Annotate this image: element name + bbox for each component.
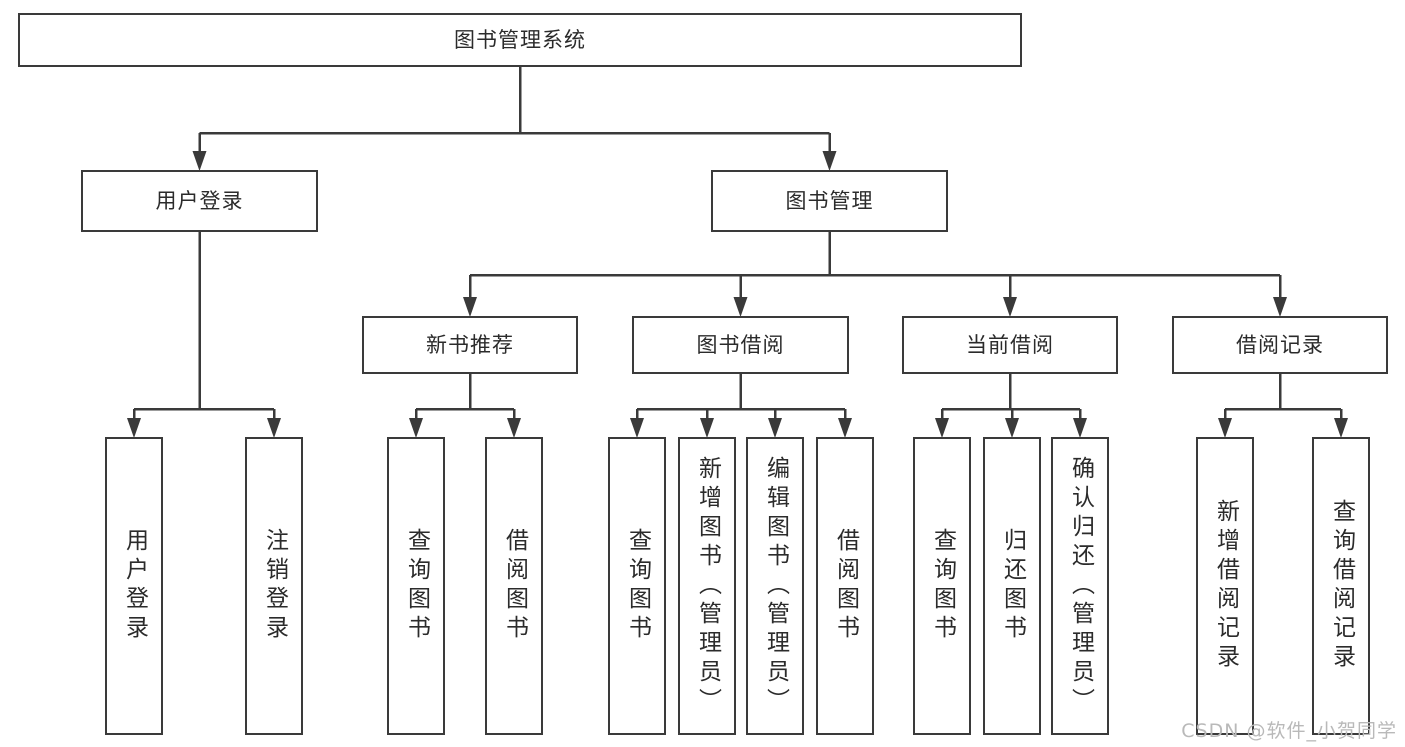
node-borrow[interactable]: 图书借阅	[632, 316, 849, 374]
node-label: 查询图书	[624, 528, 651, 644]
node-label: 新增借阅记录	[1212, 499, 1239, 673]
arrow-head-icon	[507, 418, 521, 438]
node-newbooks[interactable]: 新书推荐	[362, 316, 578, 374]
node-root[interactable]: 图书管理系统	[18, 13, 1022, 67]
arrow-head-icon	[463, 297, 477, 317]
node-label: 用户登录	[155, 188, 244, 213]
node-label: 图书管理	[785, 188, 874, 213]
node-label: 新书推荐	[426, 332, 514, 357]
node-l-editbook[interactable]: 编辑图书（管理员）	[746, 437, 804, 735]
node-login[interactable]: 用户登录	[81, 170, 318, 232]
node-label: 编辑图书（管理员）	[762, 455, 789, 717]
node-label: 当前借阅	[966, 332, 1054, 357]
node-current[interactable]: 当前借阅	[902, 316, 1118, 374]
arrow-head-icon	[822, 151, 837, 171]
node-bookmgmt[interactable]: 图书管理	[711, 170, 948, 232]
node-label: 图书借阅	[696, 332, 785, 357]
node-l-query2[interactable]: 查询图书	[608, 437, 666, 735]
node-label: 查询图书	[403, 528, 430, 644]
node-l-login[interactable]: 用户登录	[105, 437, 163, 735]
node-l-borrow2[interactable]: 借阅图书	[816, 437, 874, 735]
arrow-head-icon	[1273, 297, 1287, 317]
arrow-head-icon	[700, 418, 714, 438]
arrow-head-icon	[1005, 418, 1019, 438]
node-label: 新增图书（管理员）	[694, 455, 721, 717]
node-l-query3[interactable]: 查询图书	[913, 437, 971, 735]
node-l-return[interactable]: 归还图书	[983, 437, 1041, 735]
node-label: 用户登录	[121, 528, 148, 644]
node-label: 借阅图书	[501, 528, 528, 644]
arrow-head-icon	[1334, 418, 1348, 438]
arrow-head-icon	[1218, 418, 1232, 438]
node-label: 借阅图书	[832, 528, 859, 644]
node-l-addbook[interactable]: 新增图书（管理员）	[678, 437, 736, 735]
arrow-head-icon	[733, 297, 748, 317]
node-label: 查询图书	[929, 528, 956, 644]
node-label: 归还图书	[999, 528, 1026, 644]
arrow-head-icon	[1073, 418, 1087, 438]
node-l-addrec[interactable]: 新增借阅记录	[1196, 437, 1254, 735]
node-l-logout[interactable]: 注销登录	[245, 437, 303, 735]
node-label: 确认归还（管理员）	[1067, 455, 1094, 717]
node-label: 注销登录	[261, 528, 288, 644]
watermark: CSDN @软件_小贺同学	[1181, 720, 1397, 742]
node-label: 查询借阅记录	[1328, 499, 1355, 673]
arrow-head-icon	[768, 418, 782, 438]
node-l-query1[interactable]: 查询图书	[387, 437, 445, 735]
node-l-confirm[interactable]: 确认归还（管理员）	[1051, 437, 1109, 735]
arrow-head-icon	[192, 151, 207, 171]
arrow-head-icon	[935, 418, 949, 438]
arrow-head-icon	[267, 418, 281, 438]
arrow-head-icon	[838, 418, 852, 438]
arrow-head-icon	[409, 418, 423, 438]
arrow-head-icon	[127, 418, 141, 438]
node-l-borrow1[interactable]: 借阅图书	[485, 437, 543, 735]
node-label: 图书管理系统	[454, 27, 586, 52]
arrow-head-icon	[1003, 297, 1017, 317]
arrow-head-icon	[630, 418, 644, 438]
node-records[interactable]: 借阅记录	[1172, 316, 1388, 374]
node-label: 借阅记录	[1236, 332, 1324, 357]
node-l-queryrec[interactable]: 查询借阅记录	[1312, 437, 1370, 735]
